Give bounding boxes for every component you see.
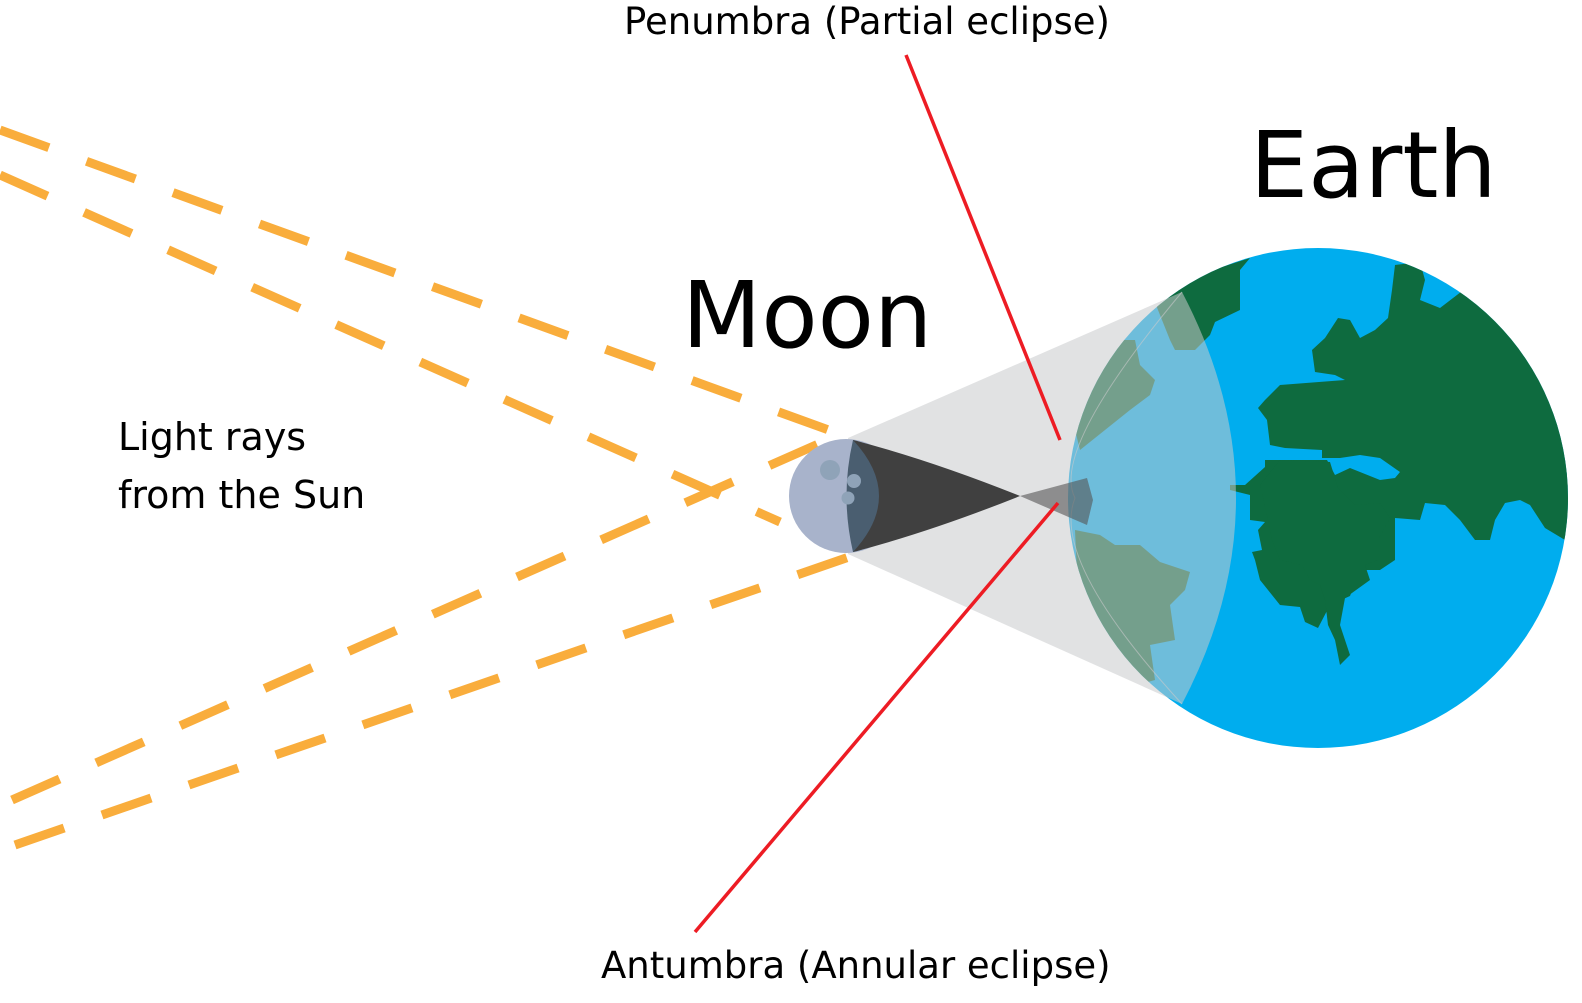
earth-label: Earth [1250,112,1497,219]
light-ray [0,170,782,527]
light-rays-label: Light rays from the Sun [118,408,365,524]
penumbra-label: Penumbra (Partial eclipse) [624,0,1110,43]
light-rays-label-line1: Light rays [118,415,307,459]
pointer-lines [693,54,1062,934]
light-ray [0,125,850,442]
antumbra-shadow [1020,478,1093,525]
antumbra-label: Antumbra (Annular eclipse) [601,944,1111,987]
moon-label: Moon [682,262,933,369]
umbra-shadow [853,440,1020,552]
crater [841,491,855,505]
crater [847,474,861,488]
light-rays [0,125,854,850]
penumbra-pointer [904,54,1062,441]
light-rays-label-line2: from the Sun [118,473,366,517]
crater [820,460,840,480]
antumbra-pointer [693,501,1060,934]
light-ray [13,551,854,850]
light-ray [10,425,852,805]
